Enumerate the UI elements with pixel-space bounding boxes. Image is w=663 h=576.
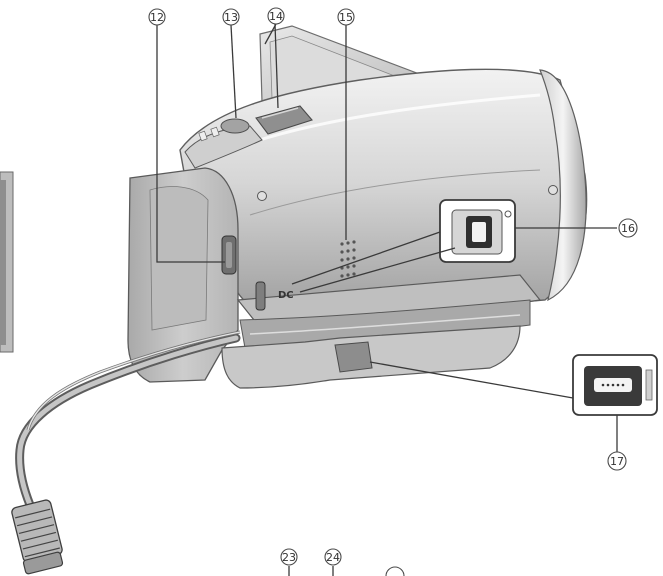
top-controls: [184, 105, 313, 169]
adjacent-panel-shadow: [0, 180, 6, 345]
svg-text:14: 14: [269, 10, 283, 23]
leader-line: [156, 25, 225, 263]
strap-cable: [15, 330, 241, 510]
screw: [548, 185, 558, 195]
callout-partial: [385, 566, 405, 576]
jack-inset-17: [572, 354, 658, 416]
callout-16: 16: [618, 218, 638, 238]
lower-base: [221, 325, 521, 389]
leader-line: [230, 24, 237, 119]
leader-line: [274, 23, 279, 109]
leader-line: [369, 361, 574, 399]
jack-inset-16: [439, 199, 516, 263]
svg-text:24: 24: [326, 551, 340, 564]
zoom-lever: [255, 105, 313, 135]
dc-label: DC: [278, 290, 294, 301]
dc-jack: DC: [255, 281, 294, 311]
leader-line: [291, 231, 441, 285]
speaker-grille: [340, 240, 356, 278]
callout-24: 24: [324, 548, 342, 566]
callout-14: 14: [267, 7, 285, 25]
leader-line: [264, 23, 277, 45]
rear-housing: [127, 167, 239, 383]
strap-plug: [11, 499, 64, 575]
svg-text:17: 17: [610, 455, 624, 468]
callout-12: 12: [148, 8, 166, 26]
svg-text:12: 12: [150, 11, 164, 24]
svg-text:13: 13: [224, 11, 238, 24]
snapshot-button: [220, 118, 250, 134]
callout-17: 17: [607, 451, 627, 471]
callout-15: 15: [337, 8, 355, 26]
svg-text:23: 23: [282, 551, 296, 564]
screw: [257, 191, 267, 201]
svg-text:15: 15: [339, 11, 353, 24]
callout-13: 13: [222, 8, 240, 26]
callout-23: 23: [280, 548, 298, 566]
usb-port-cover: [334, 341, 373, 373]
svg-text:16: 16: [621, 222, 635, 235]
grip-belt: [236, 274, 542, 349]
leader-line: [299, 247, 456, 293]
